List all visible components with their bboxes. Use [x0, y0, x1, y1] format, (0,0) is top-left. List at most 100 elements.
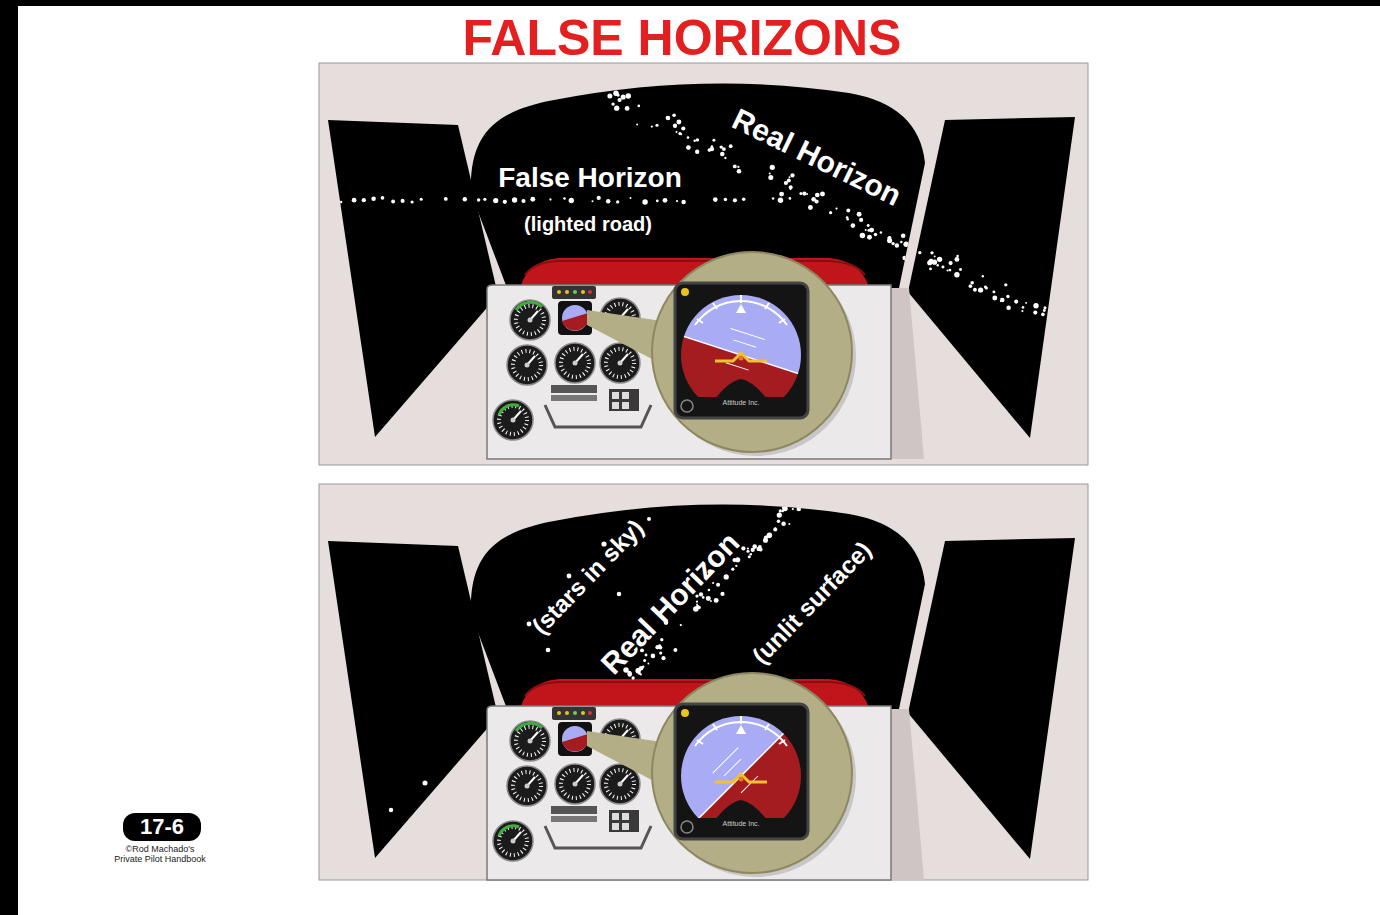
- light-dot: [798, 486, 803, 491]
- light-dot: [802, 191, 806, 195]
- light-dot: [901, 233, 906, 238]
- light-dot: [797, 487, 799, 489]
- light-dot: [639, 666, 644, 671]
- light-dot: [902, 256, 906, 260]
- light-dot: [737, 169, 742, 174]
- light-dot: [804, 489, 809, 494]
- light-dot: [880, 231, 882, 233]
- light-dot: [659, 651, 662, 654]
- light-dot: [774, 527, 776, 529]
- light-dot: [621, 94, 626, 99]
- instrument-maker: Attitude Inc.: [723, 399, 760, 407]
- instrument-maker: Attitude Inc.: [723, 820, 760, 828]
- light-dot: [642, 199, 647, 204]
- light-dot: [686, 145, 691, 150]
- light-dot: [748, 555, 751, 558]
- light-dot: [956, 255, 959, 258]
- light-dot: [724, 157, 726, 159]
- light-dot: [411, 200, 414, 203]
- light-dot: [613, 91, 619, 97]
- light-dot: [781, 521, 786, 526]
- light-dot: [724, 574, 729, 579]
- light-dot: [782, 505, 786, 509]
- light-dot: [637, 105, 640, 108]
- panel-frame: [319, 484, 1088, 880]
- light-dot: [693, 139, 696, 142]
- light-dot: [607, 93, 612, 98]
- light-dot: [829, 211, 832, 214]
- light-dot: [647, 663, 649, 665]
- light-dot: [791, 494, 793, 496]
- figure-number: 17-6: [140, 816, 184, 838]
- light-dot: [784, 499, 787, 502]
- light-dot: [758, 545, 762, 549]
- light-dot: [859, 218, 863, 222]
- light-dot: [569, 198, 574, 203]
- light-dot: [742, 197, 746, 201]
- light-dot: [799, 192, 802, 195]
- light-dot: [696, 138, 699, 141]
- light-dot: [806, 482, 809, 485]
- light-dot: [666, 116, 670, 120]
- light-dot: [611, 102, 614, 105]
- light-dot: [789, 188, 791, 190]
- light-dot: [857, 212, 862, 217]
- light-dot: [930, 251, 933, 254]
- light-dot: [1014, 300, 1018, 304]
- cockpit-view: [328, 505, 1075, 880]
- light-dot: [846, 208, 850, 212]
- light-dot: [591, 200, 593, 202]
- light-dot: [1033, 303, 1038, 308]
- light-dot: [768, 175, 773, 180]
- light-dot: [1044, 306, 1047, 309]
- light-dot: [808, 205, 813, 210]
- light-dot: [777, 512, 782, 517]
- light-dot: [735, 565, 737, 567]
- light-dot: [597, 196, 601, 200]
- light-dot: [512, 197, 517, 202]
- note-label: (lighted road): [524, 213, 652, 235]
- light-dot: [493, 198, 498, 203]
- light-dot: [651, 654, 656, 659]
- light-dot: [696, 601, 698, 603]
- light-dot: [362, 198, 366, 202]
- light-dot: [676, 200, 678, 202]
- light-dot: [614, 106, 619, 111]
- light-dot: [708, 589, 711, 592]
- light-dot: [710, 600, 712, 602]
- light-dot: [913, 244, 915, 246]
- light-dot: [793, 500, 797, 504]
- light-dot: [910, 250, 912, 252]
- light-dot: [820, 192, 825, 197]
- light-dot: [706, 596, 711, 601]
- light-dot: [702, 596, 705, 599]
- light-dot: [714, 598, 719, 603]
- light-dot: [391, 200, 395, 204]
- light-dot: [954, 257, 959, 262]
- light-dot: [973, 288, 977, 292]
- light-dot: [867, 235, 872, 240]
- light-dot: [616, 200, 619, 203]
- light-dot: [934, 255, 936, 257]
- light-dot: [401, 199, 405, 203]
- light-dot: [673, 648, 677, 652]
- light-dot: [672, 113, 676, 117]
- light-dot: [787, 504, 790, 507]
- light-dot: [1022, 306, 1025, 309]
- light-dot: [1000, 298, 1004, 302]
- light-dot: [371, 196, 376, 201]
- light-dot: [1025, 302, 1027, 304]
- light-dot: [782, 510, 784, 512]
- light-dot: [651, 125, 653, 127]
- light-dot: [788, 496, 791, 499]
- light-dot: [681, 126, 685, 130]
- light-dot: [747, 547, 749, 549]
- light-dot: [846, 216, 849, 219]
- light-dot: [789, 176, 791, 178]
- light-dot: [773, 527, 777, 531]
- light-dot: [792, 501, 796, 505]
- light-dot: [1006, 305, 1011, 310]
- light-dot: [815, 199, 819, 203]
- light-dot: [992, 290, 995, 293]
- light-dot: [463, 197, 467, 201]
